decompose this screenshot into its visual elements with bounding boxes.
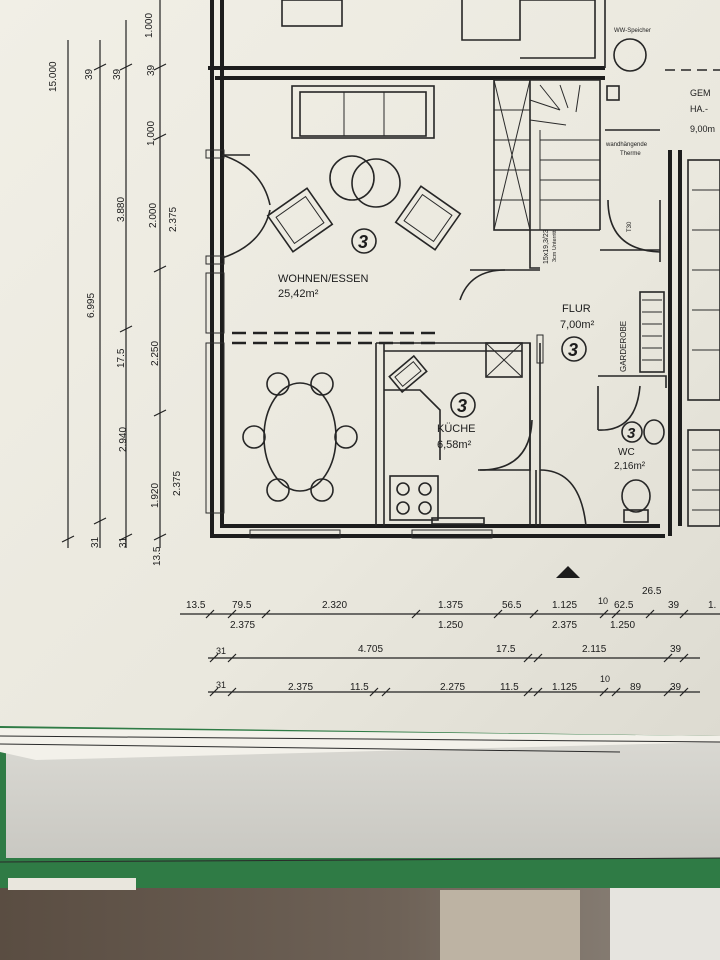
dim-h3-2275: 2.275 <box>440 682 465 693</box>
kitchen-name: KÜCHE <box>437 423 476 435</box>
neighbor-room-name: GEM <box>690 88 711 98</box>
dim-h1-13-5: 13.5 <box>186 600 206 611</box>
wc-area: 2,16m² <box>614 461 646 472</box>
wardrobe-label: GARDEROBE <box>619 321 628 372</box>
dim-v-1000b: 1.000 <box>146 121 157 146</box>
door-t30-label: T30 <box>627 221 633 232</box>
horizontal-dimensions: 13.5 79.5 2.320 1.375 56.5 1.125 10 62.5… <box>180 586 720 697</box>
dim-v-39a: 39 <box>84 68 95 80</box>
binder-label <box>8 878 136 890</box>
dim-v-2375a: 2.375 <box>168 207 179 232</box>
dim-h1b-1250b: 1.250 <box>610 620 635 631</box>
dim-v-2940: 2.940 <box>118 427 129 452</box>
dim-h1-56-5: 56.5 <box>502 600 522 611</box>
floor-plan <box>205 0 720 578</box>
kitchen-area: 6,58m² <box>437 439 472 451</box>
dim-v-31a: 31 <box>90 536 101 548</box>
living-room-mark: 3 <box>358 232 368 252</box>
kitchen-mark: 3 <box>457 396 467 416</box>
dim-v-13-5: 13.5 <box>152 546 163 566</box>
dim-h1b-2375a: 2.375 <box>230 620 255 631</box>
dim-v-15000: 15.000 <box>48 61 59 92</box>
table-surface <box>0 880 720 960</box>
hall-area: 7,00m² <box>560 319 595 331</box>
dim-h2-39: 39 <box>670 644 682 655</box>
dim-h1-62-5: 62.5 <box>614 600 634 611</box>
dim-h1-cut: 1. <box>708 600 716 611</box>
dim-h1-10: 10 <box>598 596 608 606</box>
stair-label-2: 3cm Unterritt <box>552 230 558 262</box>
water-storage-label: WW-Speicher <box>614 28 651 34</box>
dim-h2-2115: 2.115 <box>582 644 607 655</box>
dim-h1b-2375b: 2.375 <box>552 620 577 631</box>
dim-h3-39: 39 <box>670 682 682 693</box>
vertical-dimensions: 15.000 6.995 2.940 39 3.880 17.5 31 39 1… <box>48 0 183 566</box>
dim-h3-1125: 1.125 <box>552 682 577 693</box>
dim-v-2000: 2.000 <box>148 203 159 228</box>
boiler-label-2: Therme <box>620 151 641 157</box>
living-room-name: WOHNEN/ESSEN <box>278 273 369 285</box>
dim-v-1920: 1.920 <box>150 483 161 508</box>
dim-h1-79-5: 79.5 <box>232 600 252 611</box>
dim-h1-26-5: 26.5 <box>642 586 662 597</box>
white-object <box>610 886 720 960</box>
boiler-label-1: wandhängende <box>605 142 648 148</box>
dim-h2-17-5: 17.5 <box>496 644 516 655</box>
wc-name: WC <box>618 447 635 458</box>
dim-h3-2375: 2.375 <box>288 682 313 693</box>
living-room-area: 25,42m² <box>278 288 319 300</box>
stair-label-1: 15x19,3/23 <box>543 229 550 264</box>
binder-inner-page <box>6 742 720 858</box>
dim-h1-2320: 2.320 <box>322 600 347 611</box>
hall-name: FLUR <box>562 303 591 315</box>
neighbor-room-area: 9,00m <box>690 124 715 134</box>
paper-stack-edge <box>0 728 720 760</box>
dim-h1-1125: 1.125 <box>552 600 577 611</box>
dim-v-1000a: 1.000 <box>144 13 155 38</box>
dim-h1-39: 39 <box>668 600 680 611</box>
dim-v-2375b: 2.375 <box>172 471 183 496</box>
dim-v-17-5: 17.5 <box>116 348 127 368</box>
dim-v-39b: 39 <box>112 68 123 80</box>
dim-v-39c: 39 <box>146 64 157 76</box>
dim-h3-11-5a: 11.5 <box>350 682 369 693</box>
dim-v-2250: 2.250 <box>150 341 161 366</box>
dim-h3-89: 89 <box>630 682 642 693</box>
dim-h3-31: 31 <box>216 680 226 690</box>
neighbor-room-line2: HA.- <box>690 104 708 114</box>
dim-v-6995: 6.995 <box>86 293 97 318</box>
dim-h1-1375: 1.375 <box>438 600 463 611</box>
room-labels: WOHNEN/ESSEN 25,42m² 3 KÜCHE 6,58m² 3 FL… <box>278 28 715 472</box>
hall-mark: 3 <box>568 340 578 360</box>
dim-h3-11-5b: 11.5 <box>500 682 519 693</box>
dim-v-31b: 31 <box>118 536 129 548</box>
wc-mark: 3 <box>627 425 636 442</box>
fabric-corner <box>440 890 580 960</box>
entrance-arrow <box>556 566 580 578</box>
dim-h2-31: 31 <box>216 646 226 656</box>
dim-v-3880: 3.880 <box>116 197 127 222</box>
dim-h2-4705: 4.705 <box>358 644 383 655</box>
dim-h3-10: 10 <box>600 674 610 684</box>
dim-h1b-1250a: 1.250 <box>438 620 463 631</box>
